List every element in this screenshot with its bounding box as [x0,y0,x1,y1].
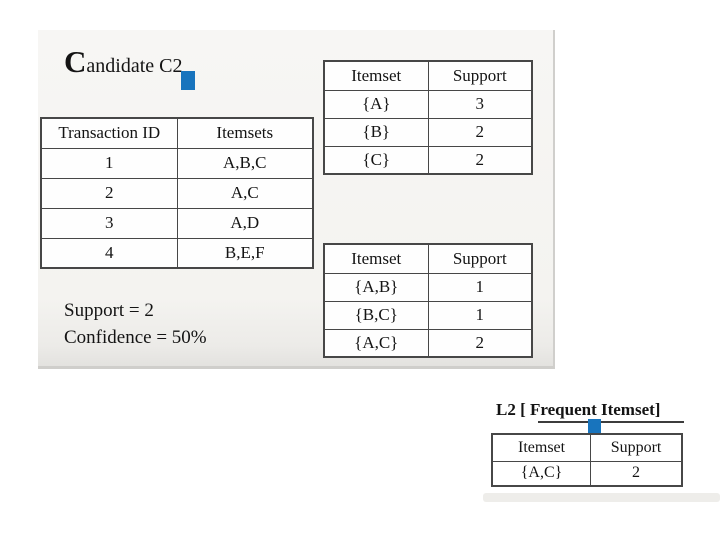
column-header: Itemsets [176,117,314,149]
column-header: Transaction ID [40,117,178,149]
shadow-strip [483,493,720,502]
table-cell: {A,C} [491,460,592,487]
table-row: {B}2 [323,117,533,147]
column-header: Support [427,60,533,91]
table-cell: A,D [176,207,314,239]
column-header: Support [590,433,683,462]
l2-frequent-itemset-label: L2 [ Frequent Itemset] [496,400,661,419]
table-row: {B,C}1 [323,300,533,330]
table-cell: 2 [590,460,683,487]
table-cell: 1 [427,300,533,330]
table-cell: {A,C} [323,328,429,358]
slide-title-text: andidate C2 [86,55,183,77]
confidence-line: Confidence = 50% [64,327,207,348]
l2-label-underline [538,421,684,423]
blue-square-marker [588,419,601,435]
table-row: {A}3 [323,89,533,119]
table-cell: {A} [323,89,429,119]
table-cell: 2 [40,177,178,209]
table-cell: {B,C} [323,300,429,330]
support-confidence-text: Support = 2 Confidence = 50% [64,297,207,351]
column-header: Itemset [323,60,429,91]
slide-title: Candidate C2 [64,46,182,78]
table-cell: {B} [323,117,429,147]
support-line: Support = 2 [64,300,154,321]
table-cell: 2 [427,145,533,175]
table-cell: B,E,F [176,237,314,269]
column-header: Itemset [491,433,592,462]
column-header: Support [427,243,533,274]
table-cell: 1 [40,147,178,179]
table-row: {A,C}2 [491,460,683,487]
table-cell: 2 [427,117,533,147]
table-cell: {C} [323,145,429,175]
table-cell: A,B,C [176,147,314,179]
table-cell: {A,B} [323,272,429,302]
table-row: {A,B}1 [323,272,533,302]
table-cell: 2 [427,328,533,358]
table-cell: 4 [40,237,178,269]
table-row: {A,C}2 [323,328,533,358]
table-cell: 3 [40,207,178,239]
table-cell: 1 [427,272,533,302]
table-cell: 3 [427,89,533,119]
blue-square-marker [181,71,195,90]
table-row: {C}2 [323,145,533,175]
column-header: Itemset [323,243,429,274]
slide-title-dropcap: C [64,44,87,79]
table-cell: A,C [176,177,314,209]
